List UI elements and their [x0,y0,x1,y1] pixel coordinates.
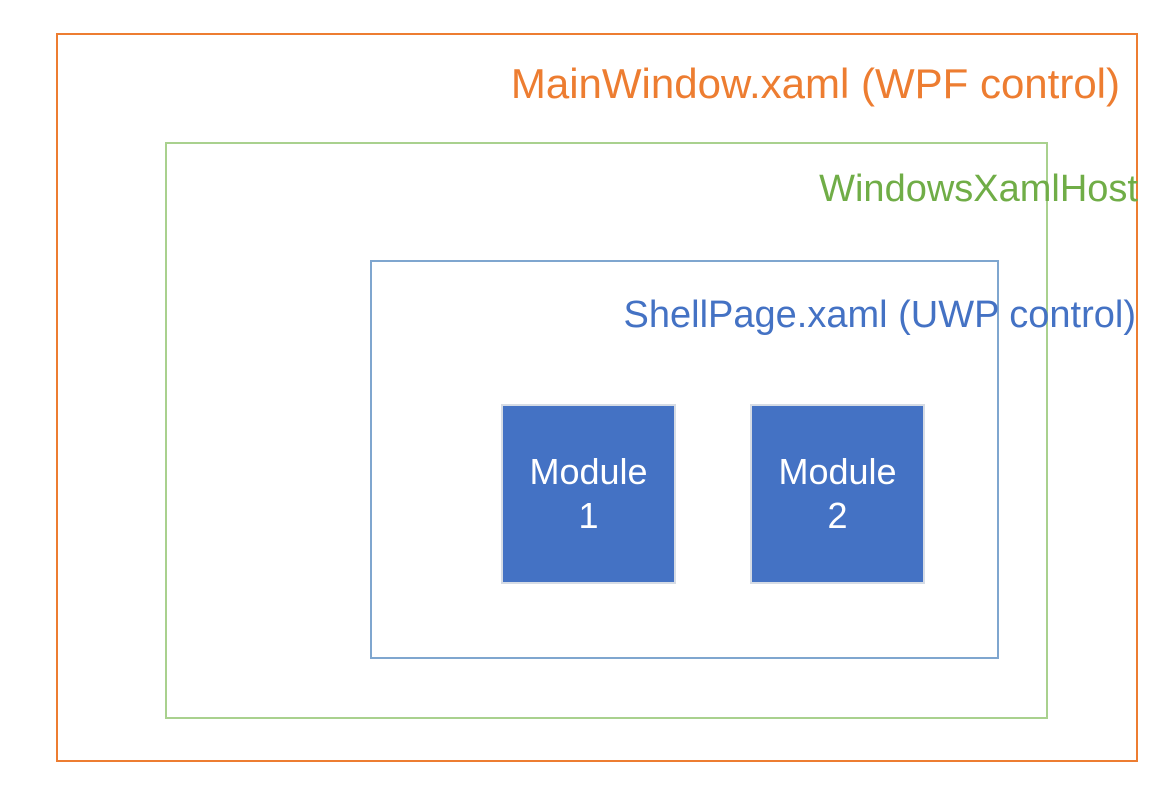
layer-label-wpf-window: MainWindow.xaml (WPF control) [510,60,1120,107]
module-box-1: Module 1 [501,404,676,584]
layer-label-windows-xaml-host: WindowsXamlHost [819,168,1138,210]
module-box-2: Module 2 [750,404,925,584]
module-box-1-label: Module 1 [529,451,648,536]
layer-box-windows-xaml-host [165,142,1048,719]
layer-box-uwp-shell-page [370,260,999,659]
layer-box-wpf-window [56,33,1138,762]
module-box-2-label: Module 2 [778,451,897,536]
layer-label-uwp-shell-page: ShellPage.xaml (UWP control) [623,294,1136,336]
